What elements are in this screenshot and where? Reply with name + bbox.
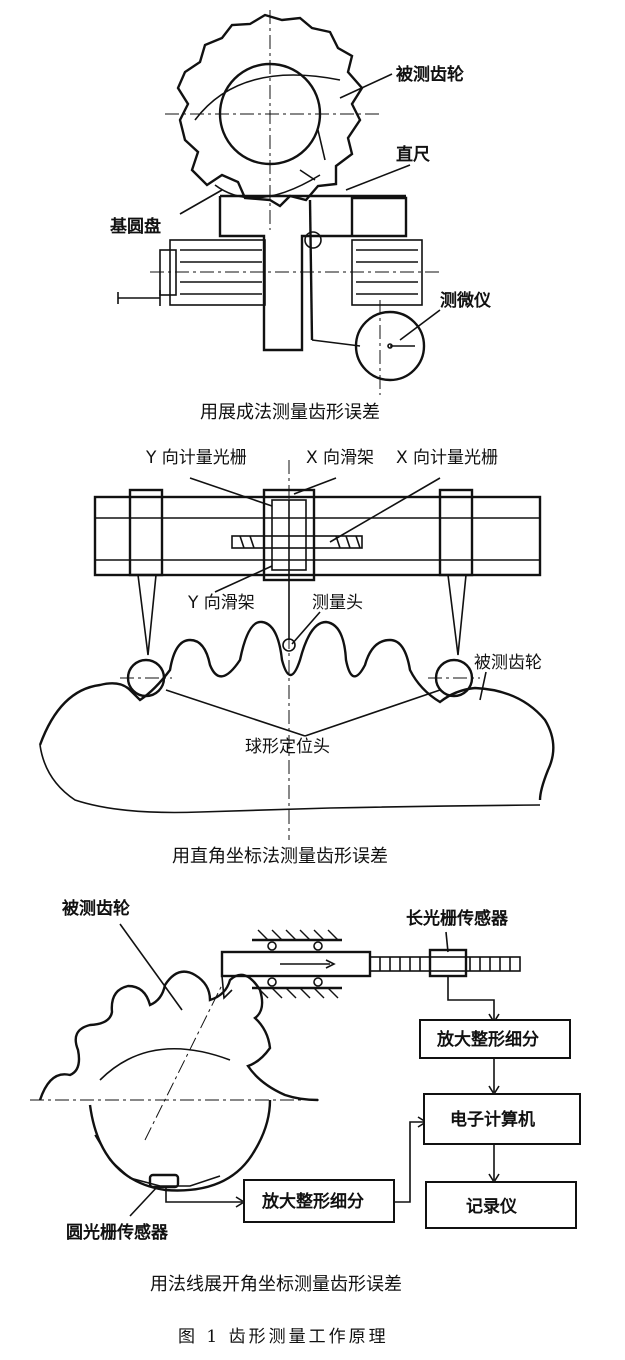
label-gear-under-test-2: 被测齿轮 — [474, 653, 542, 673]
label-x-grating: X 向计量光栅 — [396, 448, 498, 468]
leader-x-grating — [329, 477, 441, 543]
label-ball-locators: 球形定位头 — [245, 737, 330, 757]
leader-gear-under-test — [339, 73, 393, 99]
figure-caption: 图 1 齿形测量工作原理 — [178, 1327, 389, 1347]
label-micrometer: 测微仪 — [440, 290, 492, 311]
box-computer — [423, 1093, 581, 1145]
caption-panel-2: 用直角坐标法测量齿形误差 — [172, 846, 388, 867]
label-y-slide: Y 向滑架 — [187, 593, 255, 613]
caption-panel-3: 用法线展开角坐标测量齿形误差 — [150, 1274, 402, 1295]
panel3-linear-grating-scale — [369, 956, 521, 972]
label-circular-grating-sensor: 圆光栅传感器 — [66, 1222, 169, 1243]
panel2-right-clamp — [438, 488, 474, 577]
panel3-circular-grating-head — [148, 1173, 180, 1189]
label-probe: 测量头 — [312, 593, 363, 613]
leader-long-grating — [445, 931, 449, 953]
leader-micrometer — [399, 309, 441, 341]
label-gear-under-test-3: 被测齿轮 — [62, 898, 130, 919]
leader-y-slide — [214, 565, 273, 593]
panel1-gear — [165, 10, 380, 230]
label-gear-under-test: 被测齿轮 — [396, 64, 464, 85]
panel-1-generating-method: 被测齿轮 直尺 基圆盘 测微仪 用展成法测量齿形误差 — [109, 10, 492, 423]
leader-ball-left — [165, 689, 306, 737]
label-base-circle-disk: 基圆盘 — [109, 216, 161, 237]
panel3-slide-guides — [220, 929, 521, 1000]
panel-2-rectangular-coordinates: Y 向计量光栅 X 向滑架 X 向计量光栅 Y 向滑架 测量头 被测齿轮 球形定… — [38, 448, 555, 867]
box-recorder — [425, 1181, 577, 1229]
label-y-grating: Y 向计量光栅 — [145, 448, 247, 468]
panel2-lead-screw — [231, 535, 363, 549]
leader-gear-under-test-2 — [479, 671, 487, 701]
panel-3-normal-line-method: 放大整形细分 电子计算机 记录仪 放大整形细分 被测齿轮 长光栅传感器 圆光栅传… — [30, 898, 581, 1295]
caption-panel-1: 用展成法测量齿形误差 — [200, 402, 380, 423]
panel2-rail — [93, 495, 542, 577]
box-recorder-label: 记录仪 — [466, 1197, 518, 1217]
label-ruler: 直尺 — [396, 144, 430, 165]
box-amplify-shape-subdivide-upper-label: 放大整形细分 — [436, 1029, 539, 1050]
leader-ball-right — [304, 689, 441, 737]
panel2-gear-profile — [38, 620, 555, 801]
leader-gear-under-test-3 — [119, 923, 183, 1011]
leader-circular-grating — [129, 1185, 159, 1217]
leader-base-circle — [179, 189, 223, 215]
box-amplify-shape-subdivide-lower — [243, 1179, 395, 1223]
leader-ruler — [345, 164, 411, 191]
leader-y-grating — [189, 477, 273, 507]
box-computer-label: 电子计算机 — [450, 1109, 535, 1130]
panel3-gear — [38, 970, 319, 1102]
box-amplify-shape-subdivide-lower-label: 放大整形细分 — [261, 1191, 364, 1212]
panel3-signal-flow — [165, 976, 500, 1208]
box-amplify-shape-subdivide-upper — [419, 1019, 571, 1059]
panel2-left-clamp — [128, 488, 164, 577]
panel3-linear-grating-head — [428, 948, 468, 978]
leader-probe — [291, 611, 321, 645]
leader-x-slide — [293, 477, 337, 495]
label-x-slide: X 向滑架 — [306, 448, 374, 468]
label-long-grating-sensor: 长光栅传感器 — [406, 908, 509, 929]
panel1-ruler-slide — [117, 194, 440, 395]
